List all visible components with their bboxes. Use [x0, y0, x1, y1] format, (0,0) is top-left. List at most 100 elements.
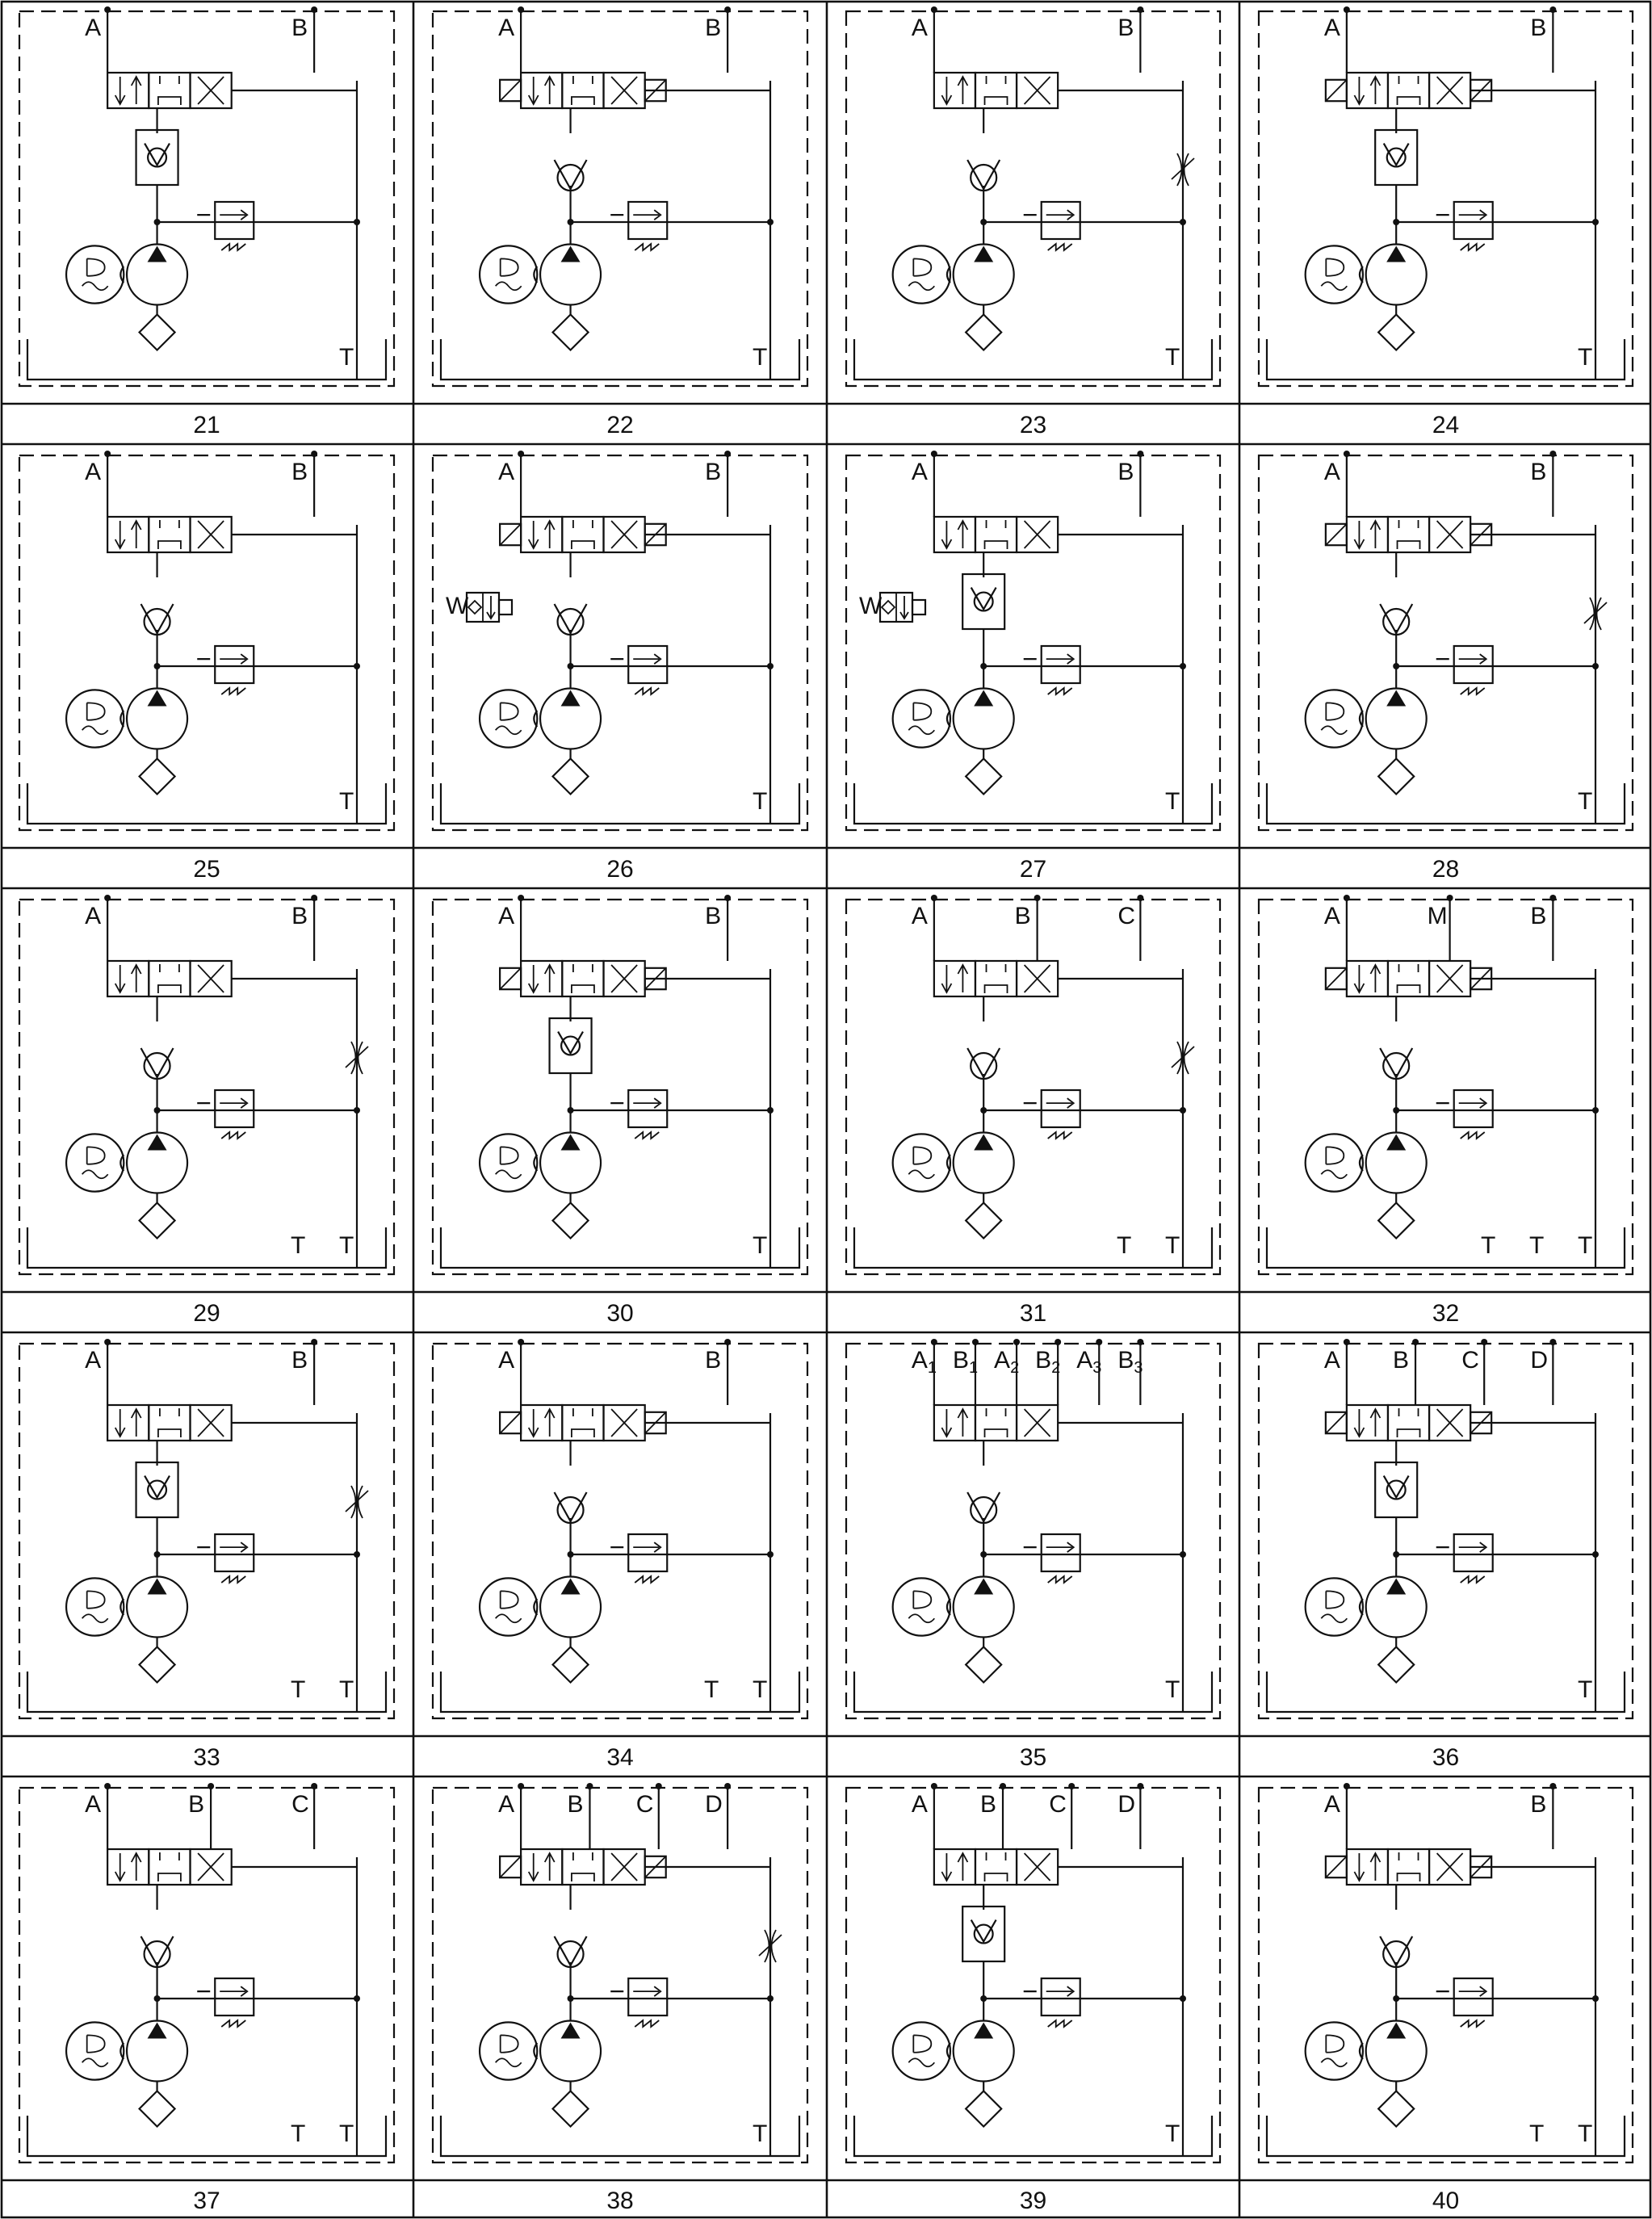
housing-boundary: [18, 1786, 396, 2164]
filter-icon: [138, 1645, 177, 1684]
tank-port-label: T: [1529, 2120, 1544, 2147]
directional-valve-icon: [499, 959, 667, 998]
electric-motor-icon: [65, 1577, 125, 1637]
throttle-valve-icon: [1171, 1041, 1195, 1075]
port-label: D: [1117, 1791, 1135, 1818]
filter-icon: [138, 313, 177, 352]
throttle-valve-icon: [1171, 153, 1195, 187]
housing-boundary: [1257, 1786, 1634, 2164]
directional-valve-icon: [1324, 1848, 1493, 1886]
directional-valve-icon: [933, 959, 1059, 998]
check-valve-icon: [140, 603, 174, 636]
pump-symbol: [539, 243, 602, 306]
tank-port-label: T: [753, 2120, 767, 2147]
directional-valve-icon: [1324, 71, 1493, 110]
housing-boundary: [431, 454, 809, 832]
pilot-check-icon: [962, 1905, 1006, 1963]
directional-valve-icon: [499, 1848, 667, 1886]
port-label: A: [85, 1347, 101, 1374]
port-label: A: [85, 459, 101, 485]
check-valve-icon: [557, 1031, 584, 1056]
pump-symbol: [952, 2020, 1015, 2083]
port-label: A: [912, 15, 928, 41]
port-label: A: [85, 903, 101, 929]
tank-return-line: [853, 339, 1214, 381]
port-label: B: [291, 459, 308, 485]
pump-symbol: [1365, 1575, 1428, 1638]
housing-boundary: [18, 898, 396, 1276]
port-label: A: [1324, 903, 1340, 929]
pressure-switch-label: W: [446, 593, 469, 619]
port-label: B: [291, 1347, 308, 1374]
circuit-number-24: 24: [1432, 412, 1459, 438]
port-label: A: [85, 1791, 101, 1818]
relief-valve-icon: [1436, 1089, 1494, 1140]
circuit-number-25: 25: [193, 856, 220, 883]
port-label: A: [1324, 1347, 1340, 1374]
tank-return-line: [853, 2116, 1214, 2158]
pump-symbol: [1365, 243, 1428, 306]
filter-icon: [964, 2089, 1003, 2129]
tank-port-label: T: [1529, 1232, 1544, 1259]
port-label: A: [1324, 1791, 1340, 1818]
pilot-check-icon: [1374, 1461, 1419, 1519]
tank-return-line: [26, 1227, 388, 1269]
port-label: B: [291, 903, 308, 929]
check-valve-icon: [1382, 143, 1410, 168]
pump-symbol: [539, 2020, 602, 2083]
relief-valve-icon: [1023, 1533, 1081, 1584]
tank-port-label: T: [753, 344, 767, 371]
check-valve-icon: [553, 603, 588, 636]
relief-valve-icon: [610, 1089, 669, 1140]
check-valve-icon: [144, 1475, 170, 1500]
port-label: A: [498, 903, 514, 929]
tank-port-label: T: [1578, 788, 1592, 815]
circuit-number-29: 29: [193, 1300, 220, 1327]
pilot-check-icon: [962, 573, 1006, 631]
directional-valve-icon: [107, 71, 233, 110]
pressure-switch-label: W: [859, 593, 883, 619]
filter-icon: [1377, 2089, 1415, 2129]
electric-motor-icon: [891, 2021, 952, 2081]
port-label: A: [498, 1791, 514, 1818]
tank-port-label: T: [291, 1232, 305, 1259]
tank-port-label: T: [339, 344, 354, 371]
pilot-check-icon: [1374, 128, 1419, 187]
circuit-number-23: 23: [1020, 412, 1046, 438]
pump-symbol: [952, 1131, 1015, 1194]
port-label: B: [567, 1791, 583, 1818]
tank-return-line: [26, 1672, 388, 1714]
circuit-number-33: 33: [193, 1744, 220, 1771]
circuit-number-34: 34: [606, 1744, 633, 1771]
throttle-valve-icon: [345, 1041, 369, 1075]
filter-icon: [964, 1201, 1003, 1240]
pump-symbol: [125, 1575, 189, 1638]
port-label: B: [1530, 1791, 1546, 1818]
port-label: M: [1428, 903, 1448, 929]
circuit-number-27: 27: [1020, 856, 1046, 883]
pump-symbol: [952, 243, 1015, 306]
housing-boundary: [18, 454, 396, 832]
switch-valve-icon: [878, 591, 927, 623]
relief-valve-icon: [1436, 1533, 1494, 1584]
port-label: A3: [1076, 1347, 1101, 1377]
pump-symbol: [539, 687, 602, 750]
port-label: B: [1015, 903, 1031, 929]
port-label: A: [498, 1347, 514, 1374]
housing-boundary: [431, 1342, 809, 1720]
electric-motor-icon: [478, 245, 539, 304]
filter-icon: [138, 1201, 177, 1240]
filter-icon: [964, 757, 1003, 796]
electric-motor-icon: [891, 689, 952, 749]
directional-valve-icon: [1324, 959, 1493, 998]
tank-port-label: T: [1578, 1676, 1592, 1703]
pump-symbol: [539, 1131, 602, 1194]
tank-port-label: T: [291, 2120, 305, 2147]
